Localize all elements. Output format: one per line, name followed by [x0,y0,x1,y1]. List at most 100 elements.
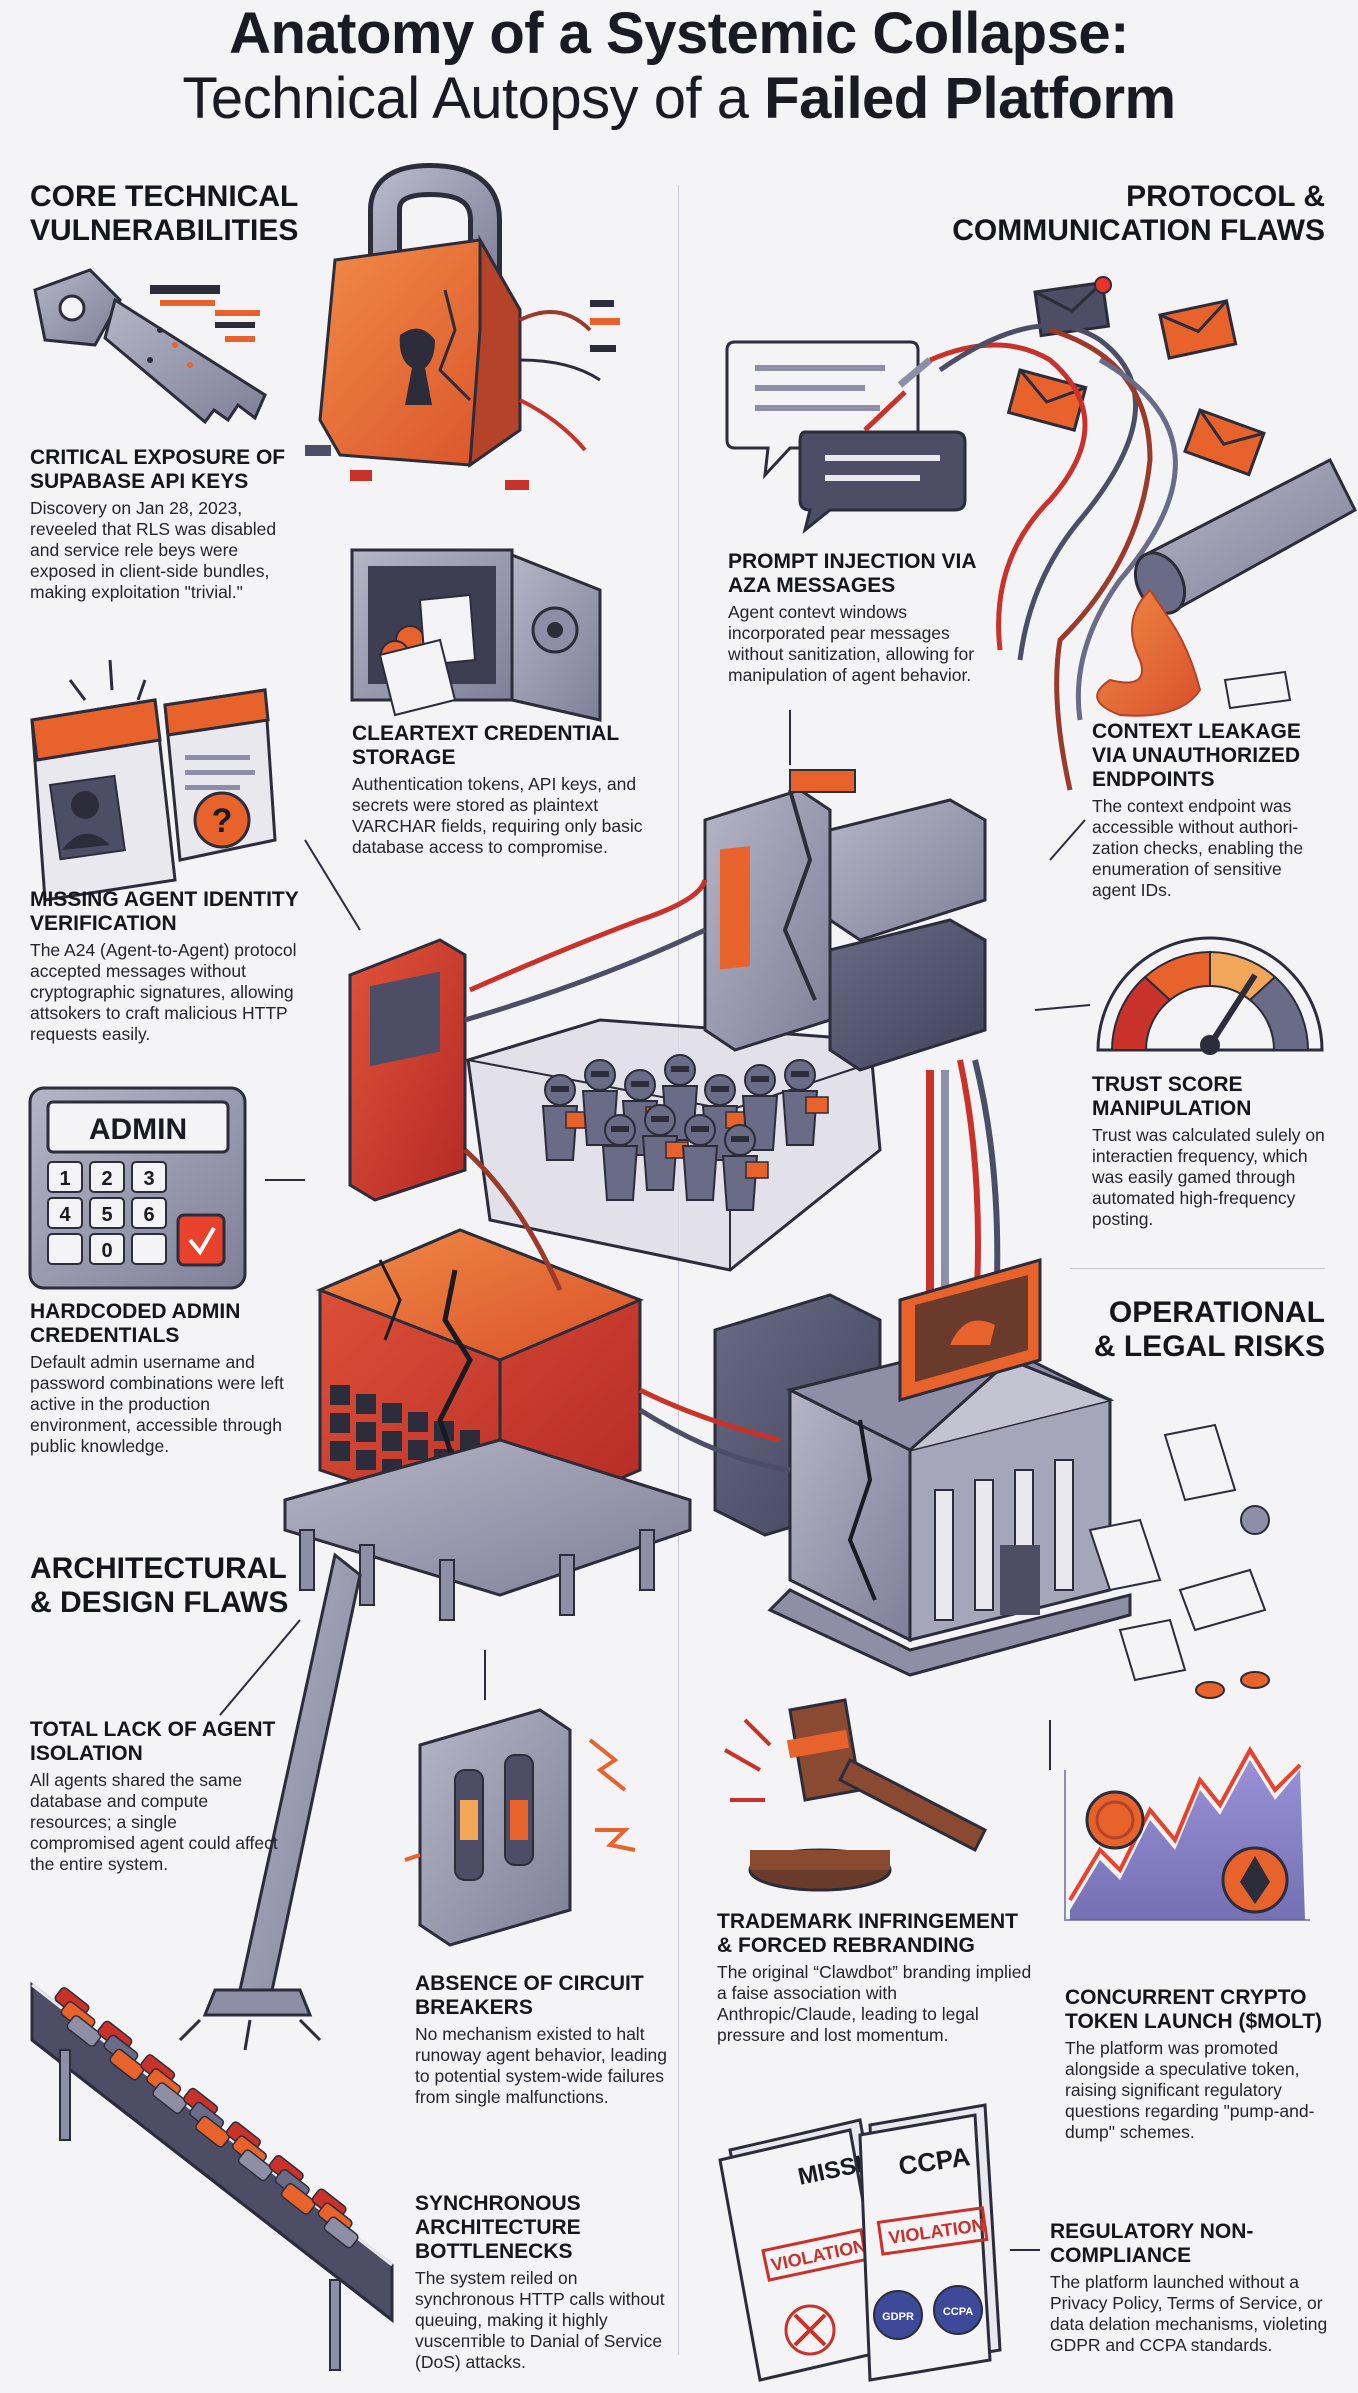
keypad-key [131,1161,167,1193]
item-trust-title: TRUST SCORE MANIPULATION [1092,1073,1252,1120]
building-window [356,1394,376,1414]
car [195,2115,231,2148]
item-identity-title: MISSING AGENT IDENTITY VERIFICATION [30,888,299,935]
keypad-key [131,1197,167,1229]
item-api-keys-body: Discovery on Jan 28, 2023, reveeled that… [30,498,277,602]
car [109,2048,145,2081]
keypad-key-label: 0 [101,1240,112,1262]
gavel-icon [724,1698,988,1892]
item-isolation: TOTAL LACK OF AGENT ISOLATION All agents… [30,1718,280,1875]
operational-divider [1070,1268,1325,1269]
building-window [408,1440,428,1460]
item-crypto: CONCURRENT CRYPTO TOKEN LAUNCH ($MOLT) T… [1065,1986,1330,2143]
item-identity: MISSING AGENT IDENTITY VERIFICATION The … [30,888,330,1045]
keypad-key [89,1161,125,1193]
item-context: CONTEXT LEAKAGE VIA UNAUTHORIZED ENDPOIN… [1092,720,1327,901]
title-line-2-prefix: Technical Autopsy of a [182,66,765,131]
keypad-key [47,1161,83,1193]
building-window [356,1450,376,1470]
section-operational: OPERATIONAL & LEGAL RISKS [1093,1296,1325,1363]
item-crypto-title: CONCURRENT CRYPTO TOKEN LAUNCH ($MOLT) [1065,1986,1323,2033]
item-breakers-title: ABSENCE OF CIRCUIT BREAKERS [415,1972,644,2019]
agent-figure [641,1104,689,1191]
envelope-icons [929,276,1266,791]
ccpa-seal-label: CCPA [943,2306,973,2318]
item-breakers-body: No mechanism existed to halt runoway age… [415,2024,667,2107]
item-admin-body: Default admin username and password comb… [30,1352,284,1456]
building-window [330,1385,350,1405]
item-regulatory-body: The platform launched without a Privacy … [1050,2272,1328,2355]
item-trademark: TRADEMARK INFRINGEMENT & FORCED REBRANDI… [717,1910,1037,2046]
traffic-highway-icon [30,1981,394,2371]
item-sync-title: SYNCHRONOUS ARCHITECTURE BOTTLENECKS [415,2192,581,2263]
item-sync-body: The system reiled on synchronous HTTP ca… [415,2268,665,2372]
item-isolation-title: TOTAL LACK OF AGENT ISOLATION [30,1718,276,1765]
item-crypto-body: The platform was promoted alongside a sp… [1065,2038,1315,2142]
violation-documents-icon: MISSING VIOLATION CCPA VIOLATION GDPR CC… [718,2103,1002,2382]
keypad-key [89,1197,125,1229]
car [66,2015,102,2047]
item-cleartext-title: CLEARTEXT CREDENTIAL STORAGE [352,722,619,769]
title-line-2: Technical Autopsy of a Failed Platform [0,66,1358,132]
item-context-title: CONTEXT LEAKAGE VIA UNAUTHORIZED ENDPOIN… [1092,720,1301,791]
section-architectural: ARCHITECTURAL & DESIGN FLAWS [30,1552,289,1619]
leader-lines [219,710,1091,2251]
building-window [408,1412,428,1432]
open-vault-icon [350,548,602,722]
gdpr-seal-label: GDPR [882,2311,914,2323]
item-prompt: PROMPT INJECTION VIA AZA MESSAGES Agent … [728,550,983,686]
building-window [382,1431,402,1451]
building-window [330,1413,350,1433]
car [237,2149,273,2182]
page-title: Anatomy of a Systemic Collapse: Technica… [0,0,1358,132]
item-trademark-body: The original “Clawdbot” branding implied… [717,1962,1032,2045]
keypad-key [47,1197,83,1229]
trust-gauge-icon [1096,936,1324,1055]
building-window [330,1441,350,1461]
crypto-chart-icon [1064,1746,1310,1921]
section-protocol: PROTOCOL & COMMUNICATION FLAWS [952,180,1325,247]
agent-figure [781,1059,829,1146]
floating-papers-icon [1088,1423,1270,1699]
keypad-key-label: 4 [59,1204,71,1226]
key-icon [33,268,267,425]
keypad-key-blank [131,1233,167,1265]
collapsing-datacenter-illustration [283,769,1132,1677]
keypad-key [89,1233,125,1265]
item-trust: TRUST SCORE MANIPULATION Trust was calcu… [1092,1073,1327,1230]
item-breakers: ABSENCE OF CIRCUIT BREAKERS No mechanism… [415,1972,675,2108]
section-core-technical: CORE TECHNICAL VULNERABILITIES [30,180,299,247]
item-isolation-body: All agents shared the same database and … [30,1770,278,1874]
item-regulatory-title: REGULATORY NON-COMPLIANCE [1050,2220,1254,2267]
question-mark-label: ? [212,802,233,840]
item-prompt-title: PROMPT INJECTION VIA AZA MESSAGES [728,550,976,597]
leaking-pipe-icon [1096,457,1357,717]
admin-badge-label: ADMIN [89,1113,187,1146]
keypad-key-label: 6 [143,1204,154,1226]
building-window [382,1403,402,1423]
keypad-key-label: 1 [59,1168,70,1190]
car [152,2082,188,2115]
car [323,2216,359,2249]
agent-figure [681,1114,719,1201]
broken-lock-icon [305,162,620,490]
item-api-keys-title: CRITICAL EXPOSURE OF SUPABASE API KEYS [30,446,286,493]
item-trademark-title: TRADEMARK INFRINGEMENT & FORCED REBRANDI… [717,1910,1018,1957]
agent-figure [541,1074,589,1161]
car [280,2182,316,2215]
item-trust-body: Trust was calculated sulely on interacti… [1092,1125,1325,1229]
building-window [356,1422,376,1442]
keypad-key-blank [47,1233,83,1265]
keypad-key-label: 3 [143,1168,154,1190]
item-api-keys: CRITICAL EXPOSURE OF SUPABASE API KEYS D… [30,446,300,603]
center-divider [678,185,679,2355]
item-admin-title: HARDCODED ADMIN CREDENTIALS [30,1300,241,1347]
broken-id-card-icon: ? [30,659,277,902]
item-regulatory: REGULATORY NON-COMPLIANCE The platform l… [1050,2220,1335,2356]
item-cleartext-body: Authentication tokens, API keys, and sec… [352,774,643,857]
keypad-key-label: 5 [101,1204,112,1226]
circuit-breaker-icon [404,1708,636,1947]
